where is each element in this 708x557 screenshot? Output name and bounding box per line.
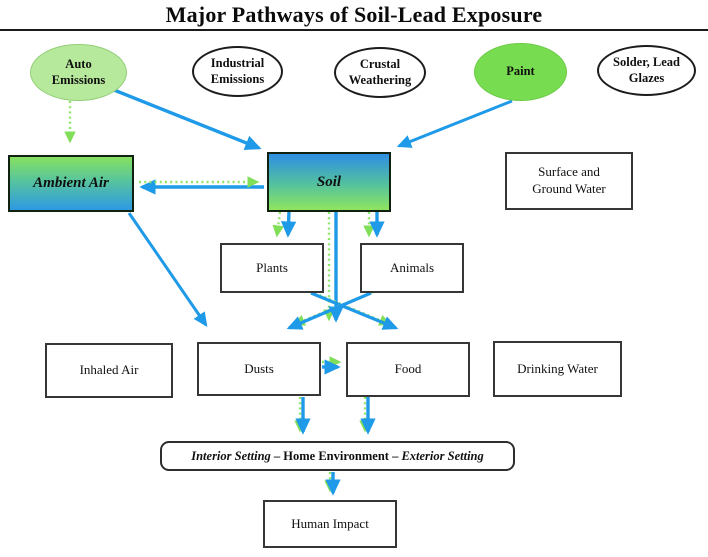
- node-auto-emissions: Auto Emissions: [30, 44, 127, 101]
- node-label: Inhaled Air: [79, 362, 139, 378]
- arrow-animals-to-dusts-green: [292, 288, 379, 326]
- node-soil: Soil: [267, 152, 391, 212]
- node-surface-ground-water: Surface and Ground Water: [505, 152, 633, 210]
- arrow-plants-to-food-green: [304, 287, 392, 326]
- arrow-plants-to-food-blue: [310, 291, 399, 330]
- node-label: Industrial Emissions: [210, 55, 265, 86]
- node-human-impact: Human Impact: [263, 500, 397, 548]
- arrow-soil-to-plants-blue: [280, 211, 297, 238]
- arrow-soil-to-plants-green: [272, 211, 284, 238]
- separator-dash: –: [388, 448, 402, 463]
- node-animals: Animals: [360, 243, 464, 293]
- node-label: Soil: [316, 173, 342, 190]
- node-label: Animals: [389, 259, 435, 275]
- node-label: Ambient Air: [33, 175, 109, 191]
- node-label: Solder, Lead Glazes: [613, 54, 680, 85]
- arrow-animals-to-dusts-blue: [286, 291, 372, 330]
- arrow-auto-to-soil: [113, 88, 262, 151]
- node-label: Human Impact: [291, 515, 369, 531]
- title-underline: [0, 29, 708, 31]
- node-crustal-weathering: Crustal Weathering: [334, 47, 426, 98]
- interior-setting-label: Interior Setting: [191, 448, 271, 463]
- node-label: Paint: [506, 64, 535, 79]
- page-title: Major Pathways of Soil-Lead Exposure: [165, 2, 543, 27]
- node-dusts: Dusts: [197, 342, 321, 396]
- node-plants: Plants: [220, 243, 324, 293]
- node-paint: Paint: [474, 43, 567, 101]
- node-food: Food: [346, 342, 470, 397]
- node-label: Surface and Ground Water: [532, 164, 606, 196]
- arrow-ambient-to-dusts: [127, 212, 208, 327]
- node-inhaled-air: Inhaled Air: [45, 343, 173, 398]
- exterior-setting-label: Exterior Setting: [401, 448, 484, 463]
- node-solder-lead-glazes: Solder, Lead Glazes: [597, 45, 696, 96]
- node-label: Dusts: [244, 360, 274, 376]
- node-label: Crustal Weathering: [348, 56, 412, 87]
- node-ambient-air: Ambient Air: [8, 155, 134, 212]
- node-label: Food: [394, 361, 422, 377]
- node-label: Plants: [256, 259, 288, 275]
- node-label: Drinking Water: [517, 360, 598, 376]
- node-home-environment: Interior Setting – Home Environment – Ex…: [160, 441, 515, 471]
- node-label: Auto Emissions: [51, 56, 106, 87]
- separator-dash: –: [270, 448, 284, 463]
- node-industrial-emissions: Industrial Emissions: [192, 46, 283, 97]
- arrow-paint-to-soil: [396, 99, 513, 148]
- home-environment-label: Home Environment: [283, 448, 389, 463]
- node-drinking-water: Drinking Water: [493, 341, 622, 397]
